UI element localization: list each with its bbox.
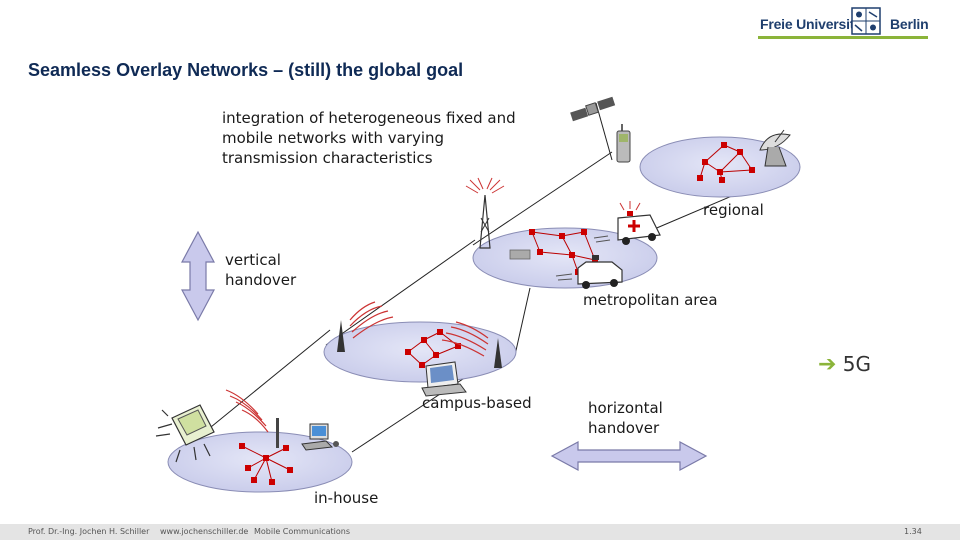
police-car-icon — [555, 255, 623, 289]
layer-connector-lines — [167, 102, 801, 463]
campus-antenna-right — [441, 321, 502, 368]
overlay-network-diagram — [155, 96, 801, 493]
satellite-dish-icon — [759, 129, 791, 167]
footer-course: Mobile Communications — [254, 527, 351, 536]
logo-text-left: Freie Universität — [760, 16, 867, 32]
satellite-icon — [570, 96, 616, 122]
regional-network-ellipse — [639, 136, 801, 198]
horizontal-handover-arrow — [550, 440, 708, 472]
footer-author: Prof. Dr.-Ing. Jochen H. Schiller — [28, 527, 150, 536]
inhouse-star — [239, 418, 293, 485]
arrow-right-icon: ➔ — [818, 352, 837, 377]
label-vertical-line-1: vertical — [225, 251, 281, 269]
intro-line-1: integration of heterogeneous fixed and — [222, 109, 516, 127]
label-5g: ➔ 5G — [818, 352, 871, 377]
footer-bar: Prof. Dr.-Ing. Jochen H. Schiller www.jo… — [0, 524, 960, 540]
campus-mesh — [405, 329, 461, 368]
label-5g-text: 5G — [842, 352, 872, 376]
vertical-handover-arrow — [181, 230, 215, 322]
label-vertical-handover: vertical handover — [225, 250, 296, 290]
desktop-pc-icon — [301, 423, 339, 451]
logo-text-right: Berlin — [890, 16, 929, 32]
handheld-device-icon — [155, 404, 215, 463]
label-campus: campus-based — [422, 394, 532, 412]
campus-antenna-left — [337, 301, 394, 352]
laptop-icon — [421, 361, 467, 397]
label-metropolitan: metropolitan area — [583, 291, 718, 309]
intro-line-3: transmission characteristics — [222, 149, 433, 167]
campus-network-ellipse — [323, 321, 517, 383]
university-logo: Freie Universität Berlin — [758, 6, 929, 39]
seal-icon — [851, 7, 881, 35]
inhouse-waves — [225, 389, 269, 433]
ambulance-icon — [593, 201, 661, 245]
slide-title: Seamless Overlay Networks – (still) the … — [28, 60, 464, 80]
footer-website: www.jochenschiller.de — [160, 527, 249, 536]
label-inhouse: in-house — [314, 489, 379, 507]
label-vertical-line-2: handover — [225, 271, 297, 289]
regional-mesh — [697, 142, 755, 183]
mobile-phone-icon — [616, 124, 631, 163]
label-horizontal-handover: horizontal handover — [588, 398, 663, 438]
logo-underline — [758, 36, 928, 39]
label-regional: regional — [703, 201, 764, 219]
intro-line-2: mobile networks with varying — [222, 129, 445, 147]
label-horizontal-line-1: horizontal — [588, 399, 663, 417]
label-horizontal-line-2: handover — [588, 419, 660, 437]
intro-text: integration of heterogeneous fixed and m… — [222, 108, 516, 168]
radio-tower-icon — [465, 177, 505, 249]
footer-page-number: 1.34 — [904, 527, 922, 536]
